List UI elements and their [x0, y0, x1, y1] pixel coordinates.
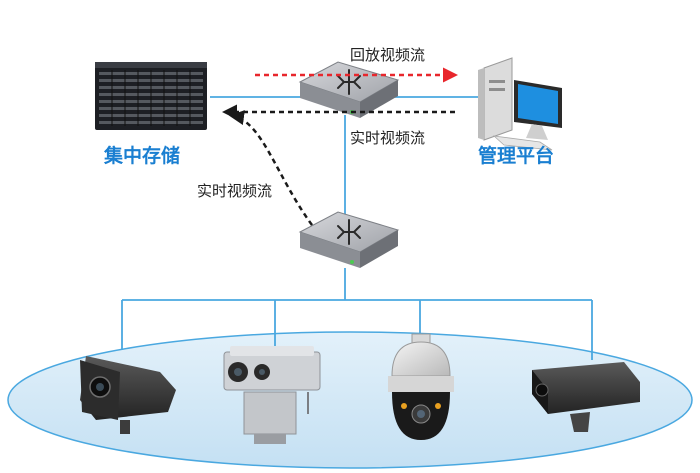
box-camera-icon	[532, 362, 640, 432]
bullet-camera-icon	[80, 356, 176, 434]
access-switch-icon	[298, 211, 400, 268]
storage-server-icon	[95, 62, 207, 130]
network-switch-icon	[298, 61, 400, 118]
dome-camera-icon	[388, 333, 454, 440]
playback-stream-label: 回放视频流	[350, 46, 425, 64]
camera-zone-ellipse	[7, 331, 693, 469]
storage-label: 集中存储	[103, 144, 180, 167]
network-links	[121, 96, 593, 360]
live-stream-arrow-curve	[229, 110, 314, 226]
platform-label: 管理平台	[478, 144, 554, 167]
thermal-camera-icon	[223, 346, 321, 444]
live-stream-label-right: 实时视频流	[350, 129, 425, 147]
desktop-computer-icon	[478, 57, 562, 151]
live-stream-label-left: 实时视频流	[197, 182, 272, 200]
